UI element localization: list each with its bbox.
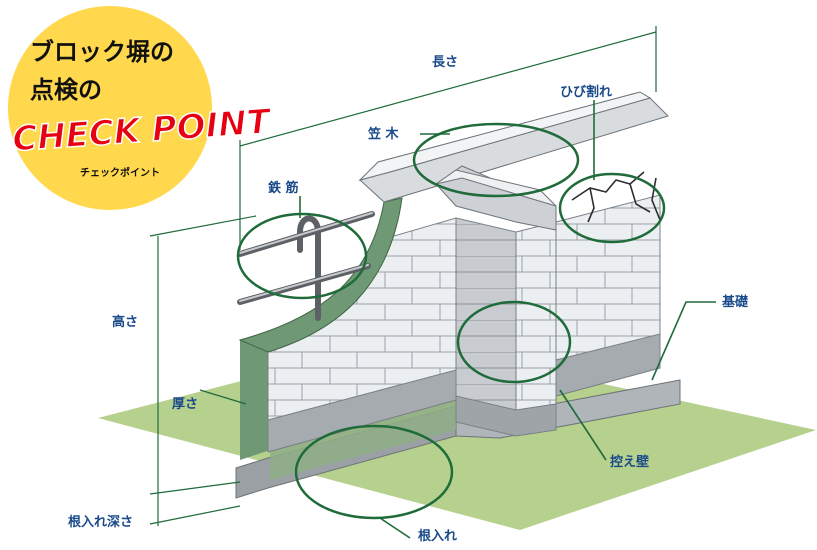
label-rebar: 鉄 筋 bbox=[268, 180, 299, 196]
labels: 長さ ひび割れ 笠 木 鉄 筋 高さ 厚さ 基礎 控え壁 根入れ深さ 根入れ bbox=[68, 55, 749, 544]
buttress-base bbox=[455, 395, 557, 437]
badge-line4: チェックポイント bbox=[80, 166, 160, 179]
underground-front bbox=[270, 400, 456, 480]
badge-line1: ブロック塀の bbox=[30, 38, 174, 66]
wall-cut-edge bbox=[238, 197, 403, 353]
badge-circle bbox=[8, 6, 212, 210]
label-buttress: 控え壁 bbox=[610, 454, 649, 470]
label-embedment: 根入れ bbox=[418, 528, 457, 544]
label-crack: ひび割れ bbox=[560, 84, 612, 100]
label-kasagi: 笠 木 bbox=[367, 126, 400, 142]
check-circles bbox=[236, 122, 666, 520]
leader-lines bbox=[299, 100, 716, 539]
label-thickness: 厚さ bbox=[172, 396, 198, 412]
dimension-lines bbox=[149, 26, 657, 526]
crack-lines bbox=[571, 171, 661, 223]
coping-buttress bbox=[435, 165, 557, 231]
buttress-side bbox=[515, 221, 557, 435]
badge-line2: 点検の bbox=[30, 76, 102, 104]
label-length: 長さ bbox=[432, 55, 458, 70]
label-height: 高さ bbox=[112, 314, 138, 330]
check-point-badge: ブロック塀の 点検の CHECK POINT チェックポイント bbox=[8, 6, 275, 210]
coping-main-top bbox=[358, 91, 652, 181]
coping-buttress-top bbox=[435, 169, 557, 207]
label-embed-depth: 根入れ深さ bbox=[68, 514, 133, 530]
label-foundation: 基礎 bbox=[721, 294, 749, 310]
underground-cut bbox=[240, 330, 270, 460]
